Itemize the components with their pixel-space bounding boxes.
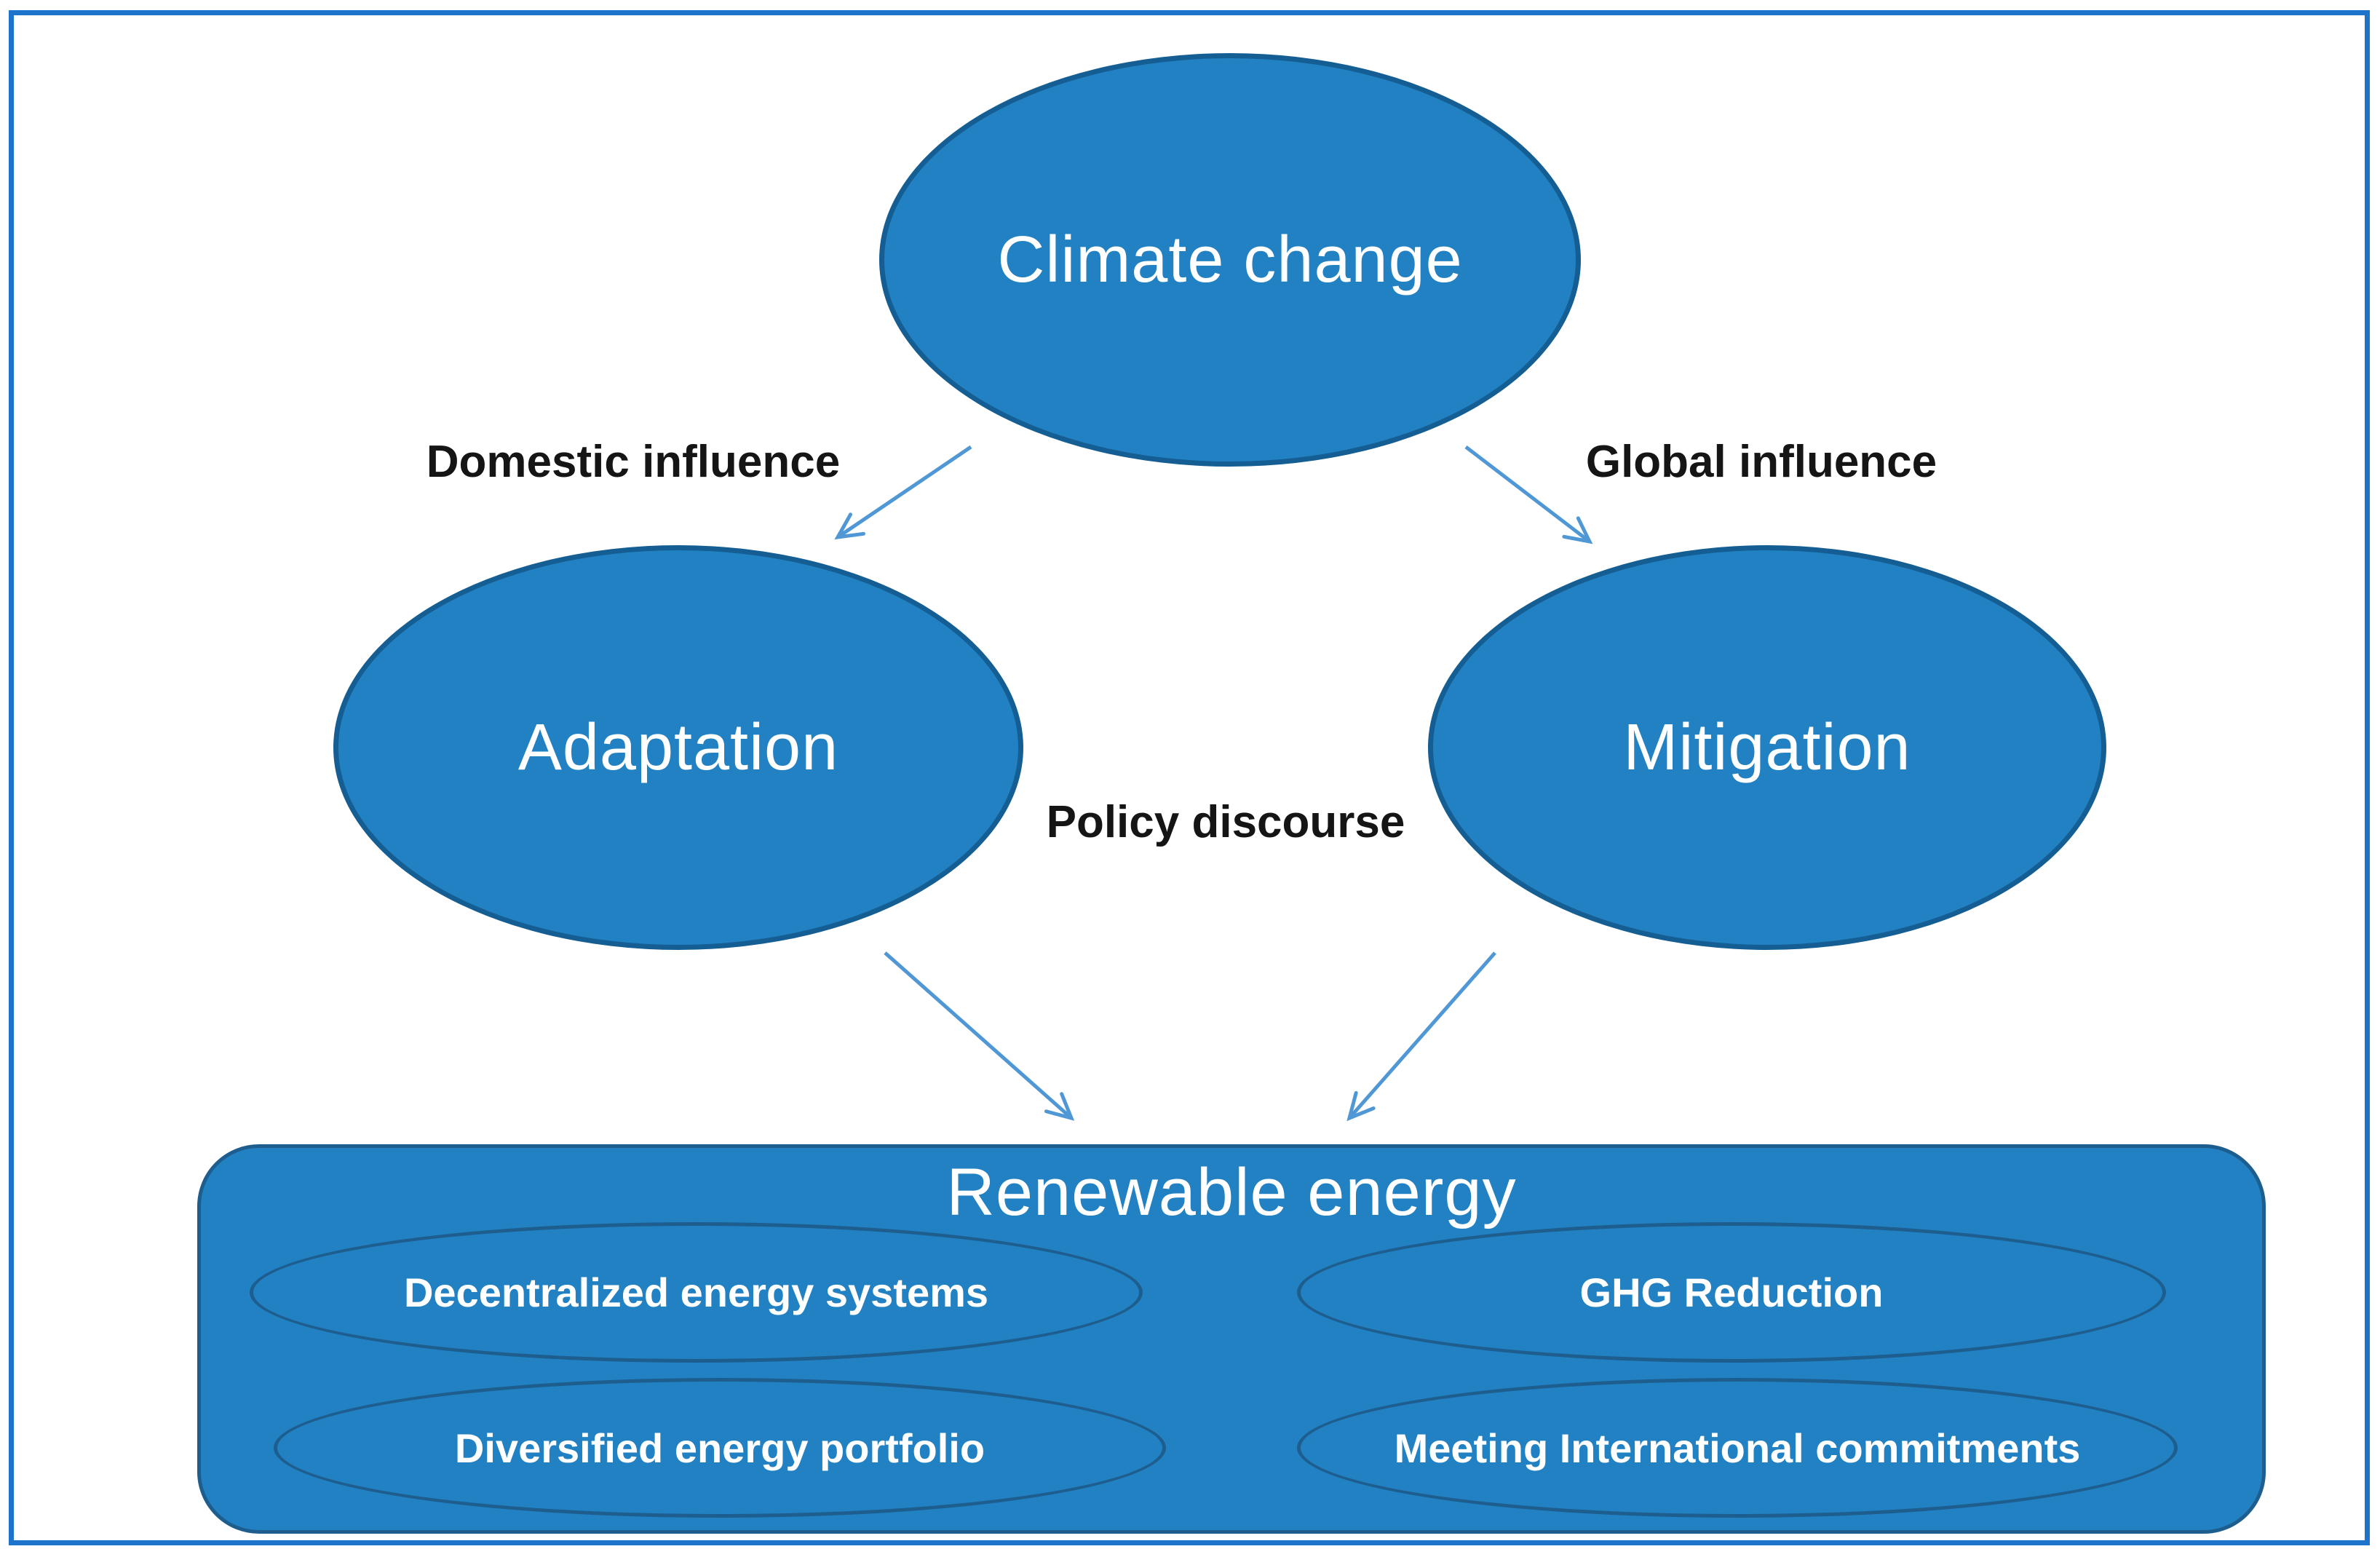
sub-node-diversified-energy-portfolio: Diversified energy portfolio bbox=[274, 1378, 1166, 1518]
sub-node-decentralized-energy-systems: Decentralized energy systems bbox=[250, 1222, 1143, 1363]
node-adaptation-label: Adaptation bbox=[517, 710, 839, 784]
sub-node-decentralized-label: Decentralized energy systems bbox=[403, 1269, 989, 1315]
page-border-frame bbox=[9, 10, 2370, 1545]
sub-node-ghg-label: GHG Reduction bbox=[1579, 1269, 1884, 1315]
node-mitigation-label: Mitigation bbox=[1623, 710, 1911, 784]
node-adaptation: Adaptation bbox=[333, 545, 1023, 950]
sub-node-diversified-label: Diversified energy portfolio bbox=[454, 1425, 985, 1471]
sub-node-meeting-label: Meeting International commitments bbox=[1394, 1425, 2081, 1471]
node-mitigation: Mitigation bbox=[1428, 545, 2106, 950]
sub-node-meeting-international-commitments: Meeting International commitments bbox=[1297, 1378, 2178, 1518]
edge-label-global-influence: Global influence bbox=[1585, 437, 1937, 487]
node-climate-change-label: Climate change bbox=[997, 223, 1463, 296]
edge-label-domestic-influence: Domestic influence bbox=[426, 437, 841, 487]
sub-node-ghg-reduction: GHG Reduction bbox=[1297, 1222, 2166, 1363]
node-climate-change: Climate change bbox=[879, 53, 1581, 467]
renewable-energy-title: Renewable energy bbox=[946, 1155, 1517, 1229]
edge-label-policy-discourse: Policy discourse bbox=[1046, 797, 1405, 847]
